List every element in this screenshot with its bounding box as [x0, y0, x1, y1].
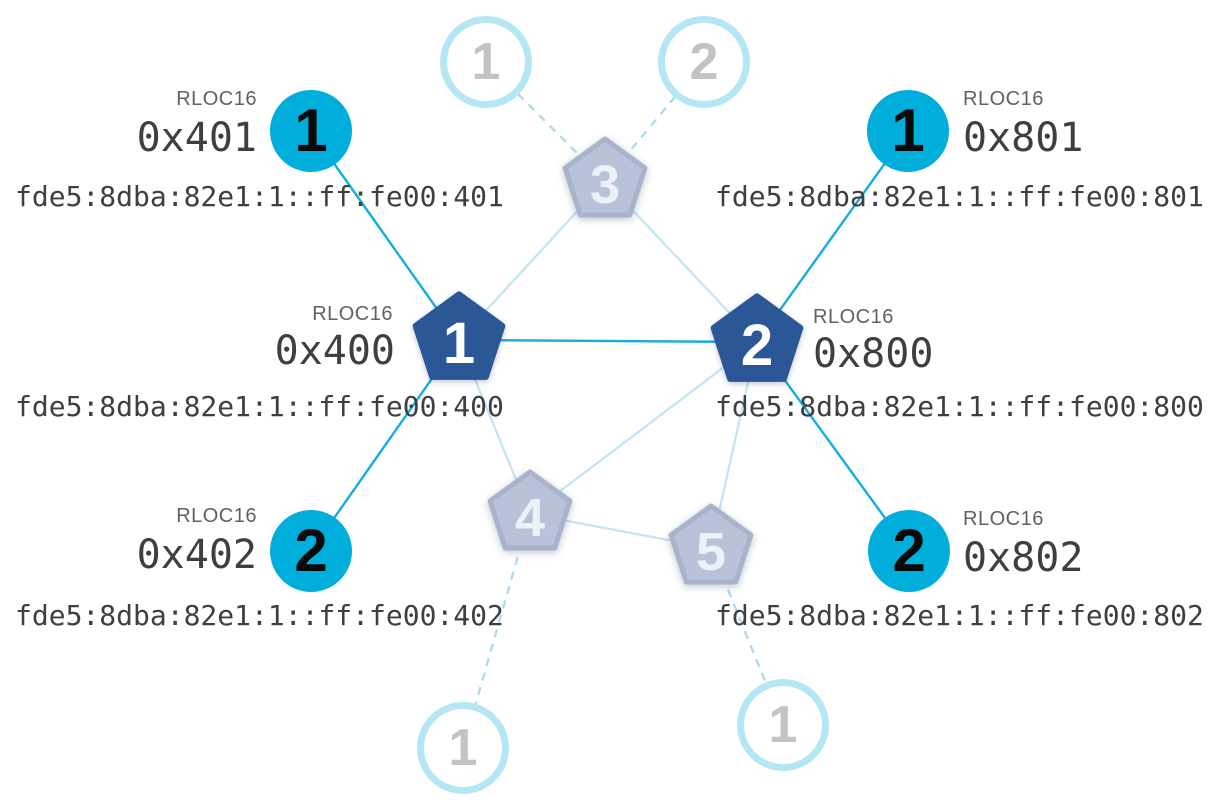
rloc16-label: RLOC16: [176, 505, 257, 527]
node-number: 2: [740, 313, 774, 378]
rloc16-value: 0x802: [963, 535, 1084, 581]
node-number: 5: [695, 522, 727, 582]
node-detached-bottom-right[interactable]: 1: [737, 679, 829, 771]
rloc16-value: 0x801: [963, 115, 1084, 161]
node-router-3[interactable]: 3: [556, 134, 654, 228]
node-number: 2: [294, 517, 328, 584]
ipv6-address: fde5:8dba:82e1:1::ff:fe00:400: [15, 390, 504, 423]
ipv6-address: fde5:8dba:82e1:1::ff:fe00:800: [715, 390, 1204, 423]
rloc16-label: RLOC16: [813, 306, 894, 328]
pentagon-shape: [412, 291, 506, 380]
node-number: 1: [768, 696, 798, 754]
node-child-0x402[interactable]: 2: [270, 510, 352, 592]
pentagon-shape: [562, 136, 648, 218]
node-number: 1: [442, 311, 476, 376]
rloc16-value: 0x400: [274, 328, 395, 374]
link-child801-router2: [756, 130, 909, 343]
node-router-0x800[interactable]: 2: [705, 292, 809, 392]
pentagon-shape: [487, 469, 573, 551]
node-router-4[interactable]: 4: [481, 467, 579, 561]
link-detached-top2-router3: [604, 61, 705, 182]
rloc16-label: RLOC16: [176, 88, 257, 110]
ipv6-address: fde5:8dba:82e1:1::ff:fe00:802: [715, 599, 1204, 632]
ipv6-address: fde5:8dba:82e1:1::ff:fe00:402: [15, 599, 504, 632]
node-child-0x401[interactable]: 1: [270, 90, 352, 172]
node-number: 3: [589, 155, 621, 215]
node-detached-top-2[interactable]: 2: [658, 16, 750, 108]
node-number: 2: [689, 33, 719, 91]
link-child401-router1: [310, 130, 460, 341]
node-router-5[interactable]: 5: [662, 501, 760, 595]
rloc16-value: 0x401: [136, 115, 257, 161]
node-child-0x801[interactable]: 1: [867, 90, 949, 172]
ipv6-address: fde5:8dba:82e1:1::ff:fe00:801: [715, 180, 1204, 213]
rloc16-value: 0x402: [136, 532, 257, 578]
node-number: 1: [471, 33, 501, 91]
node-router-0x400[interactable]: 1: [407, 290, 511, 390]
rloc16-label: RLOC16: [963, 88, 1044, 110]
node-number: 4: [514, 488, 546, 548]
link-router1-router2: [458, 338, 758, 344]
node-number: 1: [891, 97, 925, 164]
rloc16-label: RLOC16: [312, 303, 393, 325]
node-number: 2: [892, 517, 926, 584]
node-number: 1: [448, 719, 478, 777]
rloc16-label: RLOC16: [963, 508, 1044, 530]
pentagon-shape: [668, 503, 754, 585]
ipv6-address: fde5:8dba:82e1:1::ff:fe00:401: [15, 180, 504, 213]
link-router2-router4: [529, 341, 758, 515]
node-detached-top-1[interactable]: 1: [440, 16, 532, 108]
pentagon-shape: [710, 293, 804, 382]
node-number: 1: [294, 97, 328, 164]
node-detached-bottom-left[interactable]: 1: [417, 702, 509, 794]
node-child-0x802[interactable]: 2: [868, 510, 950, 592]
rloc16-value: 0x800: [813, 331, 934, 377]
